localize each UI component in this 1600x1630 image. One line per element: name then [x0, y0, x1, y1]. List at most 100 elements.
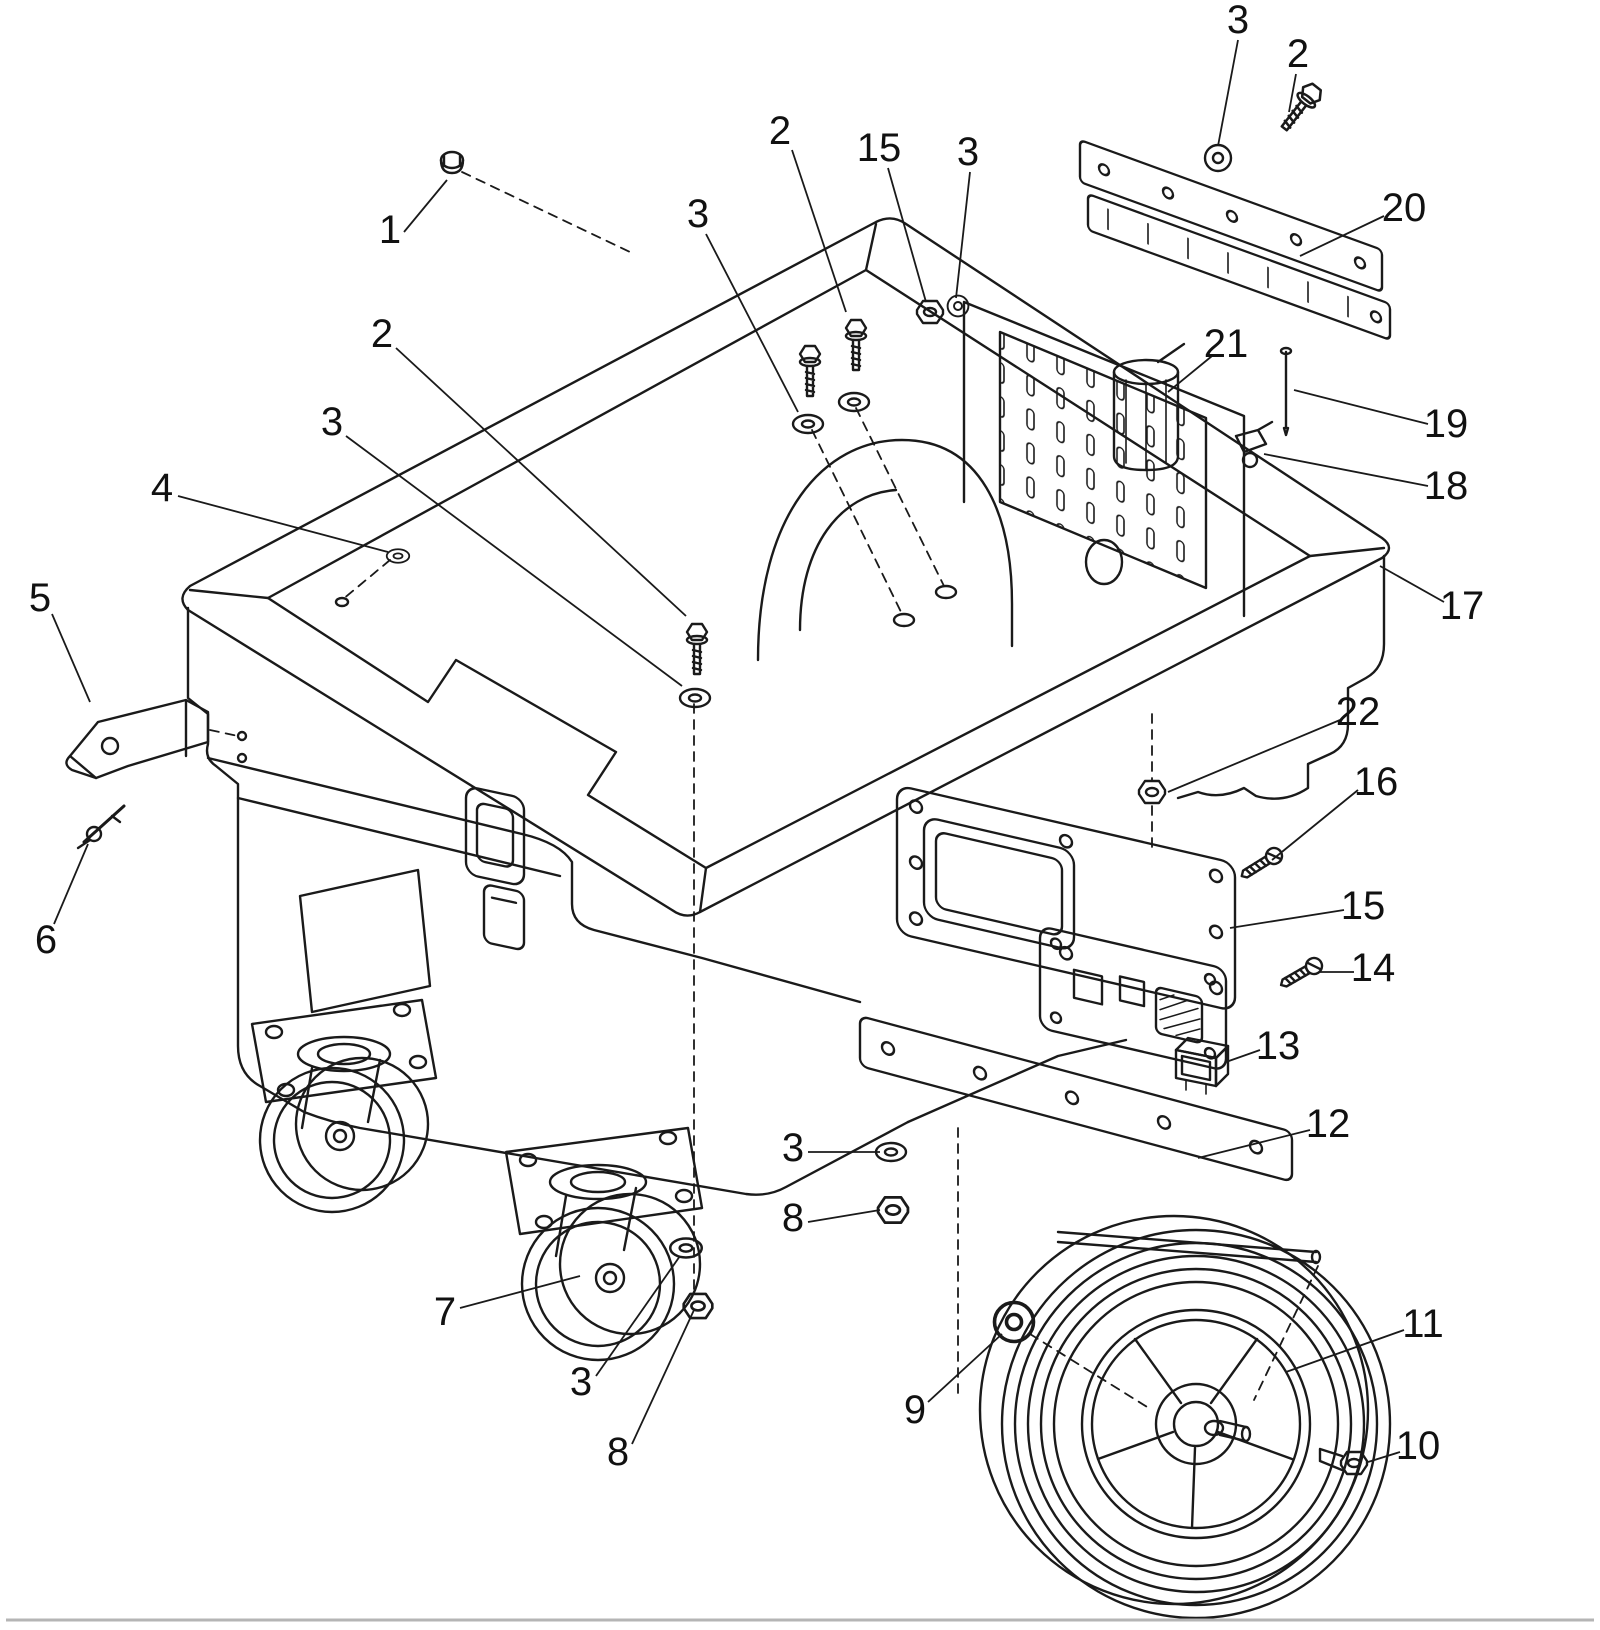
latch-keeper-hole — [236, 730, 248, 742]
body-right-outline — [1176, 554, 1386, 800]
tank-rim-outer — [181, 217, 1391, 917]
callout-leader-6 — [53, 843, 89, 925]
wall-round-hole — [1084, 538, 1124, 586]
callout-leader-12 — [1197, 1129, 1311, 1159]
part-callout-3: 3 — [687, 192, 709, 236]
part-callout-19: 19 — [1424, 402, 1469, 446]
hex-bolt — [844, 318, 868, 372]
callout-leader-21 — [1167, 355, 1213, 393]
callout-leader-3 — [955, 171, 971, 299]
callout-leader-22 — [1167, 719, 1341, 793]
part-callout-10: 10 — [1396, 1424, 1441, 1468]
part-callout-15: 15 — [857, 126, 902, 170]
callout-leader-2 — [1288, 73, 1297, 113]
callout-leader-8 — [631, 1309, 695, 1445]
rocker-switch — [1174, 1036, 1230, 1095]
hex-bolt — [798, 344, 822, 398]
callout-leader-15 — [1229, 909, 1345, 929]
flat-washer — [791, 413, 825, 435]
callout-leader-16 — [1271, 789, 1359, 861]
callout-leader-11 — [1285, 1329, 1405, 1373]
callout-leader-1 — [403, 179, 448, 233]
vent-grille — [998, 330, 1208, 590]
callout-leader-5 — [51, 613, 91, 703]
body-left-outline — [186, 606, 910, 1196]
part-callout-2: 2 — [1287, 32, 1309, 76]
callout-leader-7 — [459, 1275, 581, 1309]
callout-leader-3 — [705, 233, 799, 413]
caster-front-left — [250, 998, 438, 1214]
in-tank-hardware — [385, 150, 970, 709]
interior-hump — [756, 438, 1014, 662]
callout-leader-13 — [1225, 1049, 1261, 1063]
part-callout-6: 6 — [35, 918, 57, 962]
part-callout-4: 4 — [151, 466, 173, 510]
rim-corner-lines — [188, 222, 1386, 914]
callout-leader-15 — [887, 167, 927, 303]
body-seam-upper — [206, 756, 862, 1004]
cap-nut — [439, 150, 465, 175]
part-callout-3: 3 — [321, 400, 343, 444]
float-cage — [1112, 342, 1186, 472]
flat-washer — [946, 294, 970, 318]
cotter-pin — [1279, 346, 1293, 437]
part-callout-20: 20 — [1382, 186, 1427, 230]
part-callout-3: 3 — [957, 130, 979, 174]
part-callout-15: 15 — [1341, 884, 1386, 928]
callout-leader-2 — [791, 149, 847, 313]
callout-leader-9 — [927, 1333, 1003, 1403]
part-callout-16: 16 — [1354, 760, 1399, 804]
floor-boss — [892, 612, 916, 628]
latch-assembly — [65, 698, 210, 780]
hex-nut — [1137, 779, 1167, 805]
machine-screw — [1275, 953, 1327, 994]
floor-boss — [934, 584, 958, 600]
part-callout-13: 13 — [1256, 1024, 1301, 1068]
switch-plate — [1038, 927, 1228, 1070]
part-callout-2: 2 — [371, 312, 393, 356]
callout-leader-19 — [1293, 389, 1429, 425]
part-callout-3: 3 — [782, 1126, 804, 1170]
flat-washer — [678, 687, 712, 709]
callout-leader-3 — [1217, 39, 1239, 147]
callout-leader-8 — [807, 1209, 881, 1223]
rim-mount-hole — [334, 596, 350, 608]
part-callout-8: 8 — [607, 1430, 629, 1474]
part-callout-11: 11 — [1402, 1302, 1444, 1346]
part-callout-5: 5 — [29, 576, 51, 620]
machine-screw — [1236, 843, 1287, 885]
part-callout-17: 17 — [1440, 584, 1485, 628]
part-callout-3: 3 — [1227, 0, 1249, 42]
hex-nut — [876, 1195, 910, 1225]
gasket-plate — [895, 786, 1237, 1010]
flat-washer — [1203, 143, 1233, 173]
front-latch — [464, 787, 526, 951]
axle-bolt — [1318, 1447, 1369, 1476]
part-callout-22: 22 — [1336, 690, 1381, 734]
hex-nut — [682, 1292, 714, 1320]
drain-elbow — [1234, 420, 1274, 469]
body-bottom-right-edge — [906, 1038, 1128, 1124]
part-callout-14: 14 — [1351, 946, 1396, 990]
callout-leader-4 — [177, 495, 389, 553]
callout-leader-18 — [1263, 453, 1429, 487]
part-callout-9: 9 — [904, 1388, 926, 1432]
hinge-bracket — [1078, 140, 1392, 340]
callout-leader-3 — [595, 1255, 681, 1377]
callout-leader-10 — [1367, 1451, 1401, 1463]
body-seam-lower — [236, 796, 562, 878]
part-callout-12: 12 — [1306, 1102, 1351, 1146]
part-callout-3: 3 — [570, 1360, 592, 1404]
label-plate — [298, 868, 432, 1014]
hex-bolt — [1274, 79, 1327, 137]
assembly-dashed-lines — [209, 171, 1319, 1411]
callout-leader-20 — [1299, 215, 1385, 257]
axle-rod — [1056, 1230, 1322, 1265]
part-callout-7: 7 — [434, 1290, 456, 1334]
part-callout-1: 1 — [379, 208, 401, 252]
latch-keeper-hole — [236, 752, 248, 764]
part-callout-2: 2 — [769, 109, 791, 153]
wheel-spokes — [1096, 1337, 1294, 1530]
flat-washer — [874, 1141, 908, 1163]
